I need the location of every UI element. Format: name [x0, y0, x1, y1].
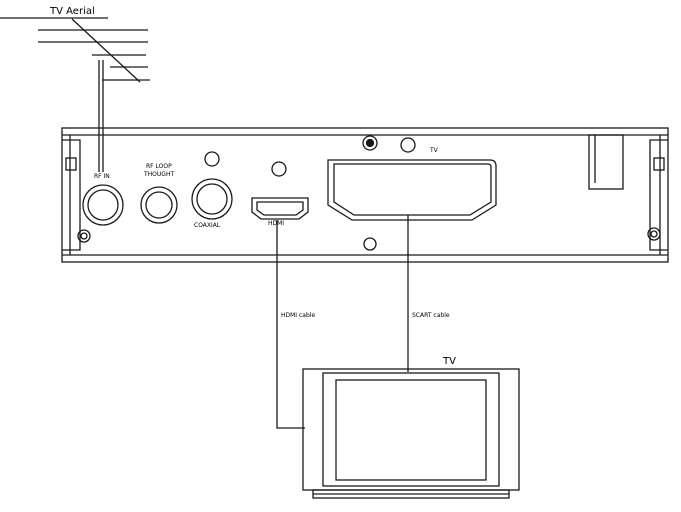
coaxial-port	[191, 178, 233, 220]
scart-screw	[363, 237, 377, 251]
tv-screen	[335, 379, 487, 481]
left-bracket	[62, 139, 81, 251]
hdmi-screw	[271, 161, 287, 177]
cables: HDMI cable SCART cable	[276, 215, 450, 429]
tv-set: TV	[302, 356, 520, 499]
coaxial-port-inner	[196, 183, 228, 215]
scart-port-inner	[333, 163, 492, 216]
tv-bezel	[322, 372, 500, 487]
hdmi-port-inner	[256, 201, 304, 216]
receiver-rear-panel: RF IN RF LOOP THOUGHT COAXIAL HDMI TV	[61, 127, 669, 263]
left-screw	[77, 229, 91, 243]
top-screw	[362, 135, 378, 151]
rf-loop-label-line1: RF LOOP	[146, 163, 172, 170]
right-bracket	[649, 139, 668, 251]
power-connector	[588, 134, 624, 190]
rf-loop-port	[140, 186, 178, 224]
rf-loop-label-line2: THOUGHT	[143, 171, 174, 178]
coaxial-led	[204, 151, 220, 167]
rf-in-label: RF IN	[94, 173, 110, 180]
hdmi-port	[251, 197, 309, 220]
rf-in-port	[82, 184, 124, 226]
top-screw-center	[365, 138, 375, 148]
left-tab	[65, 157, 77, 171]
hdmi-cable-label: HDMI cable	[281, 312, 315, 319]
right-screw-inner	[650, 230, 658, 238]
hdmi-cable	[276, 220, 305, 429]
scart-port	[327, 159, 497, 221]
coaxial-label: COAXIAL	[194, 222, 221, 229]
scart-cable-label: SCART cable	[412, 312, 450, 319]
aerial-boom	[71, 18, 141, 83]
right-screw	[647, 227, 661, 241]
tv-label: TV	[442, 356, 456, 367]
rf-in-port-inner	[87, 189, 119, 221]
tv-aerial: TV Aerial	[0, 6, 150, 172]
scart-port-label: TV	[429, 147, 439, 154]
aerial-label: TV Aerial	[49, 6, 95, 17]
right-tab	[653, 157, 665, 171]
left-screw-inner	[80, 232, 88, 240]
panel-outline	[61, 127, 669, 263]
tv-screw	[400, 137, 416, 153]
rf-loop-port-inner	[145, 191, 173, 219]
hdmi-label: HDMI	[268, 220, 284, 227]
